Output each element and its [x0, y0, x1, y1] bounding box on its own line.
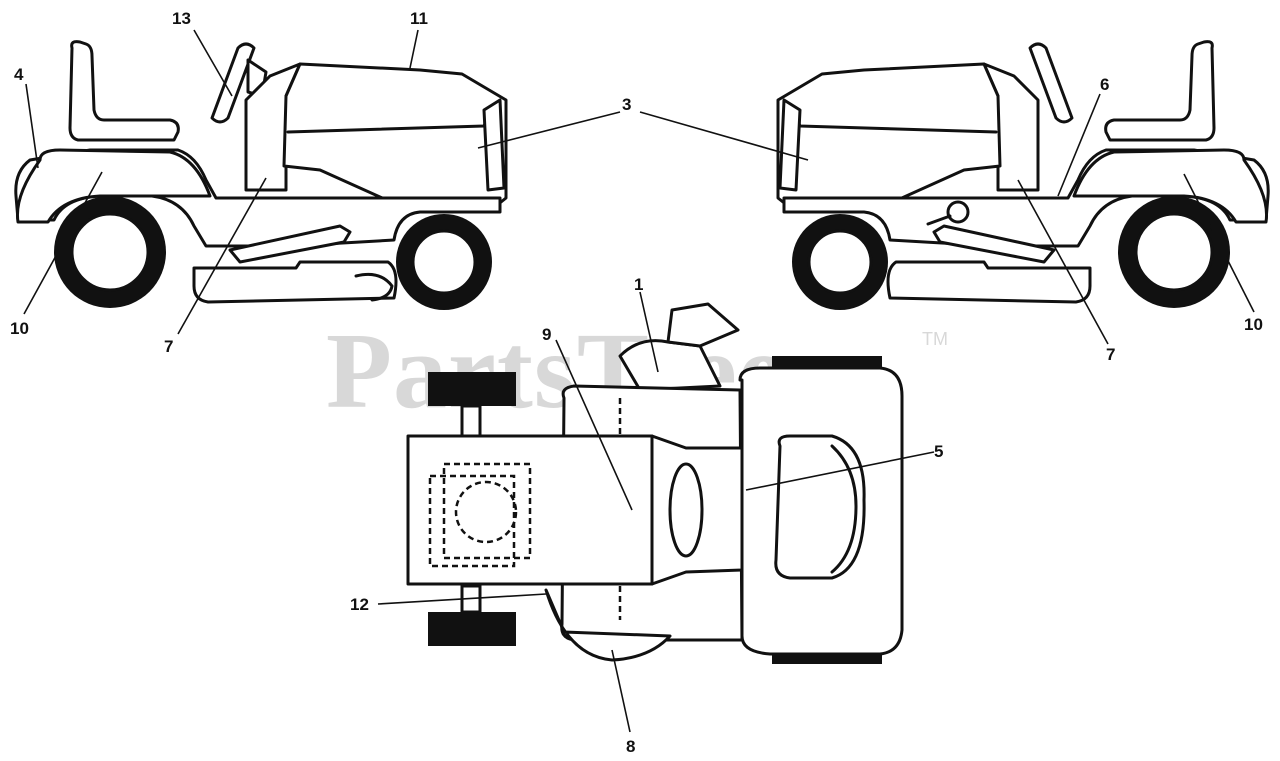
- callout-6: 6: [1100, 75, 1110, 94]
- callout-5: 5: [934, 442, 944, 461]
- leader-lines: [23, 29, 1255, 733]
- hood-left: [282, 62, 508, 208]
- callout-8: 8: [626, 737, 636, 756]
- trademark-mark: TM: [922, 329, 948, 349]
- tractor-right-side-view: [776, 40, 1270, 310]
- callout-7-right: 7: [1106, 345, 1116, 364]
- callout-12: 12: [350, 595, 369, 614]
- callout-9: 9: [542, 325, 552, 344]
- steering-wheel-left: [210, 42, 256, 124]
- callout-13: 13: [172, 9, 191, 28]
- callout-10-right: 10: [1244, 315, 1263, 334]
- callout-1: 1: [634, 275, 644, 294]
- callout-4: 4: [14, 65, 24, 84]
- callout-11: 11: [410, 9, 428, 28]
- callout-10-left: 10: [10, 319, 29, 338]
- mower-deck-left: [192, 260, 398, 304]
- seat-left: [68, 40, 180, 142]
- tractor-left-side-view: [14, 40, 508, 310]
- callout-3: 3: [622, 95, 632, 114]
- callout-7-left: 7: [164, 337, 174, 356]
- tractor-top-view: [406, 302, 904, 664]
- seat-top: [774, 434, 866, 580]
